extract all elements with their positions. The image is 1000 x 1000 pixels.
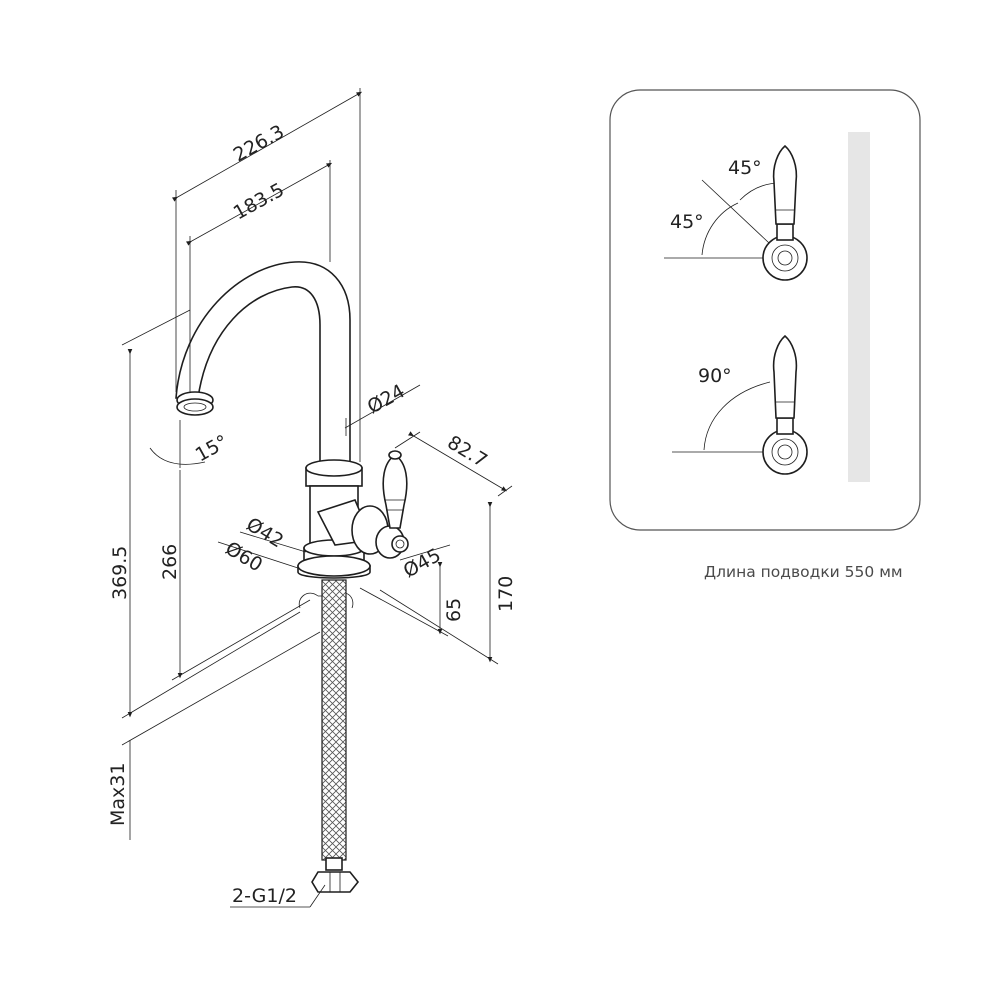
handle-rotation-inset: 45° 45° 90° bbox=[609, 89, 921, 531]
dim-angle-15: 15° bbox=[192, 431, 232, 467]
spout-tip bbox=[176, 391, 214, 416]
dim-82-7: 82.7 bbox=[443, 431, 491, 472]
inset-angle-90: 90° bbox=[698, 365, 732, 387]
dim-65: 65 bbox=[443, 598, 465, 622]
dim-diameter-60: Ø60 bbox=[221, 537, 266, 576]
hose-nut bbox=[311, 857, 360, 893]
lever-handle bbox=[382, 450, 408, 529]
hose-length-note: Длина подводки 550 мм bbox=[704, 563, 903, 581]
dim-170: 170 bbox=[495, 576, 517, 612]
supply-hose bbox=[321, 579, 347, 861]
spout bbox=[175, 261, 351, 471]
dim-369-5: 369.5 bbox=[109, 546, 131, 600]
inset-view-top: 45° 45° bbox=[664, 144, 808, 281]
dim-226-3: 226.3 bbox=[230, 121, 288, 167]
dim-183-5: 183.5 bbox=[230, 179, 288, 225]
dimension-lines bbox=[121, 88, 513, 908]
faucet bbox=[175, 261, 409, 893]
inset-view-bottom: 90° bbox=[672, 334, 808, 475]
inset-angle-left: 45° bbox=[670, 211, 704, 233]
inset-side-bar bbox=[848, 132, 870, 482]
inset-angle-top: 45° bbox=[728, 157, 762, 179]
upper-collar bbox=[305, 459, 363, 487]
base-ring bbox=[297, 555, 371, 579]
dim-diameter-24: Ø24 bbox=[364, 380, 409, 418]
lever-housing bbox=[316, 499, 409, 559]
dim-266: 266 bbox=[159, 544, 181, 580]
dim-max31: Max31 bbox=[107, 763, 129, 826]
inset-frame bbox=[609, 89, 921, 531]
dim-connection: 2-G1/2 bbox=[232, 885, 297, 907]
